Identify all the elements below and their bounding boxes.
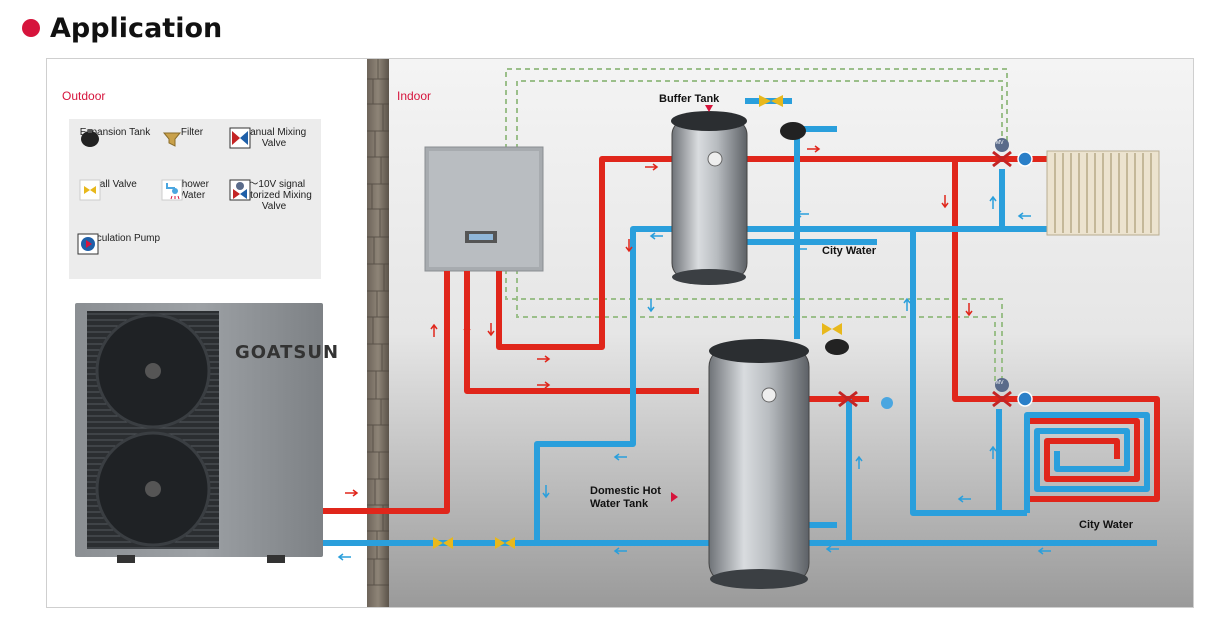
buffer-tank-pointer-icon [705, 105, 713, 112]
motorized-valve-upper [992, 138, 1012, 168]
legend-expansion-tank: Expansion Tank [79, 127, 151, 147]
legend-motorized-mixing-valve: 0～10V signal Motorized Mixing Valve [229, 179, 319, 212]
cold-water-pipes [323, 98, 1159, 546]
dhw-tank-pointer-icon [671, 492, 678, 502]
ball-valves [433, 95, 842, 549]
application-diagram: Outdoor Indoor Expansion Tank Filter Man… [46, 58, 1194, 608]
ball-valve-icon [79, 179, 101, 201]
buffer-tank [671, 111, 748, 285]
stone-wall [367, 59, 389, 607]
mv-lower-label: MV [996, 380, 1004, 386]
indoor-unit [424, 146, 544, 272]
circulation-pump-icon [77, 233, 99, 255]
legend-ball-valve: Ball Valve [79, 179, 151, 201]
circulation-pump-lower [1017, 391, 1033, 407]
radiator [1046, 150, 1160, 236]
circulation-pump-upper [1017, 151, 1033, 167]
dhw-tank-label: Domestic Hot Water Tank [590, 485, 661, 510]
shower-head-icon [881, 397, 893, 409]
legend: Expansion Tank Filter Manual Mixing Valv… [69, 119, 321, 279]
legend-circulation-pump: Circulation Pump [77, 233, 167, 255]
legend-manual-mixing-valve: Manual Mixing Valve [229, 127, 319, 149]
legend-filter: Filter [161, 127, 223, 147]
manual-mixing-valve [838, 390, 858, 408]
hot-water-pipes [323, 156, 1160, 514]
expansion-tank-lower [825, 339, 849, 355]
bullet-icon [22, 19, 40, 37]
motorized-valve-lower [992, 378, 1012, 408]
buffer-tank-label: Buffer Tank [659, 93, 720, 105]
page-title: Application [50, 12, 223, 44]
diagram-canvas [75, 59, 1193, 607]
mv-upper-label: MV [996, 140, 1004, 146]
manual-mixing-valve-icon [229, 127, 251, 149]
city-water-bottom-label: City Water [1079, 519, 1133, 531]
filter-icon [162, 132, 182, 147]
shower-water-icon [161, 179, 183, 201]
outdoor-heat-pump [75, 303, 323, 563]
signal-lines [505, 68, 1008, 389]
domestic-hot-water-tank [708, 339, 810, 589]
outdoor-label: Outdoor [62, 89, 106, 103]
legend-shower-water: Shower Water [161, 179, 223, 201]
section-header: Application [22, 8, 222, 48]
brand-logo: GOATSUN [235, 342, 340, 363]
flow-arrows [337, 145, 1051, 561]
indoor-label: Indoor [397, 89, 432, 103]
city-water-top-label: City Water [822, 245, 876, 257]
expansion-tank-icon [81, 129, 99, 147]
motorized-mixing-valve-icon [229, 179, 251, 201]
expansion-tank-upper [780, 122, 806, 140]
